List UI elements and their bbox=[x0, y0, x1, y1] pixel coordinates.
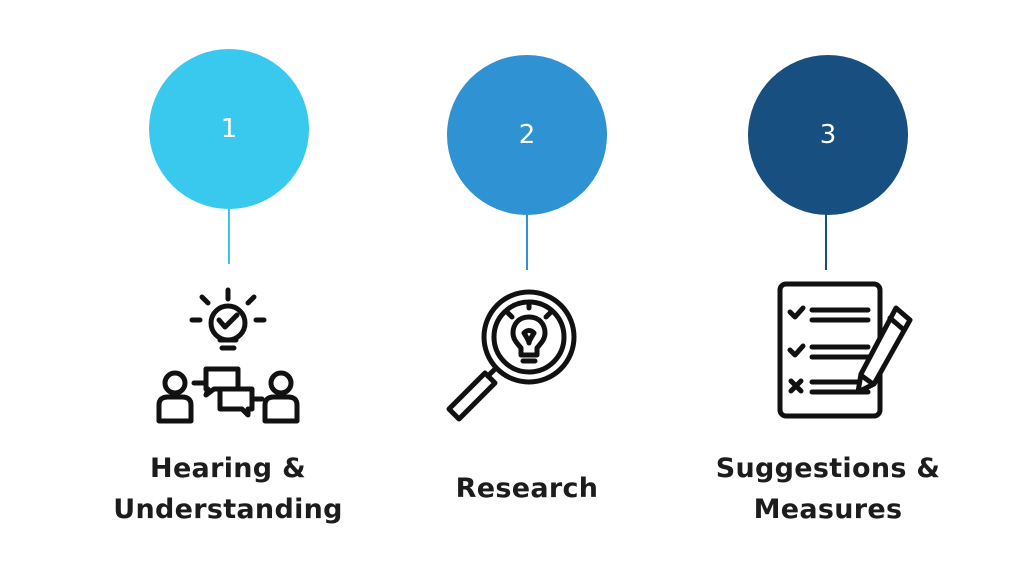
step-2-number: 2 bbox=[518, 120, 536, 150]
step-2-connector bbox=[526, 213, 528, 270]
step-1-label-line-1: Hearing & bbox=[150, 453, 306, 484]
step-3-number: 3 bbox=[819, 120, 837, 150]
step-1-connector bbox=[228, 207, 230, 264]
step-2-label-line-1: Research bbox=[455, 473, 599, 504]
step-3-label-line-2: Measures bbox=[753, 494, 903, 525]
magnifier-lightbulb-icon bbox=[446, 289, 577, 422]
idea-discussion-icon bbox=[156, 287, 300, 424]
checklist-pencil-icon bbox=[777, 281, 913, 419]
step-2: 2 Research bbox=[377, 0, 677, 576]
step-1-number: 1 bbox=[220, 114, 238, 144]
step-3: 3 Suggestions & Measures bbox=[678, 0, 978, 576]
step-1-label: Hearing & Understanding bbox=[78, 448, 378, 530]
step-1-label-line-2: Understanding bbox=[113, 494, 343, 525]
step-2-circle: 2 bbox=[447, 55, 607, 215]
step-3-circle: 3 bbox=[748, 55, 908, 215]
step-2-label: Research bbox=[377, 468, 677, 509]
step-3-label-line-1: Suggestions & bbox=[715, 453, 941, 484]
step-3-label: Suggestions & Measures bbox=[678, 448, 978, 530]
step-1-circle: 1 bbox=[149, 49, 309, 209]
step-1: 1 Hearing & Understanding bbox=[78, 0, 378, 576]
step-3-connector bbox=[825, 213, 827, 270]
